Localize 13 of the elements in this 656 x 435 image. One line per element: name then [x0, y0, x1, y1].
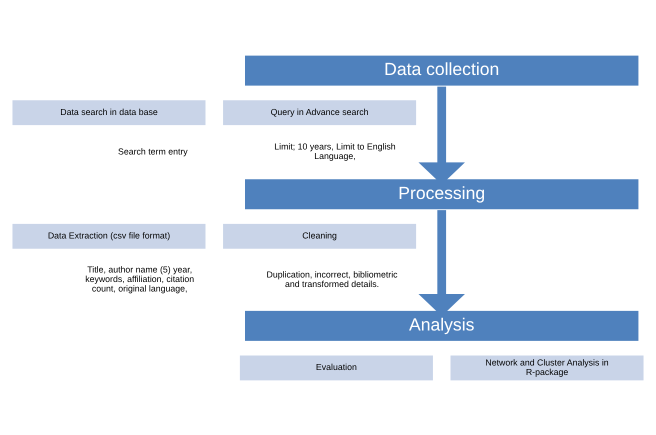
node-box: Data search in data base: [10, 98, 207, 126]
node-box: Evaluation: [238, 354, 434, 382]
label: Title, author name (5) year, keywords, affiliation, citation count, original language,: [85, 264, 194, 294]
node-box: Analysis: [244, 308, 640, 342]
label: Search term entry: [118, 146, 188, 156]
node-box: Cleaning: [222, 222, 418, 250]
node-box: Data Extraction (csv file format): [10, 222, 207, 250]
node-box: Processing: [244, 177, 640, 210]
node-box: Query in Advance search: [222, 98, 418, 126]
label: Duplication, incorrect, bibliometric and transformed details.: [266, 268, 398, 288]
label: Limit; 10 years, Limit to English Language,: [274, 141, 396, 161]
node-box: Network and Cluster Analysis in R-package: [449, 354, 646, 382]
node-box: Data collection: [244, 54, 640, 87]
